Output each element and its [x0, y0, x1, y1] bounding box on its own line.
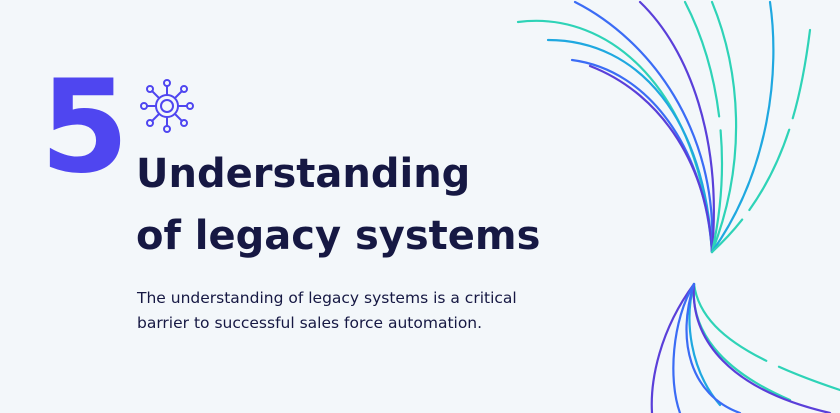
- wave-line: [516, 19, 714, 254]
- wave-line: [546, 38, 714, 254]
- wave-line: [683, 0, 724, 254]
- wave-line: [692, 282, 840, 392]
- slide-description: The understanding of legacy systems is a…: [137, 286, 577, 336]
- wave-line: [710, 28, 812, 254]
- wave-line: [710, 0, 775, 254]
- wave-line: [672, 282, 696, 413]
- wave-line: [638, 0, 715, 254]
- description-line-1: The understanding of legacy systems is a…: [137, 289, 517, 307]
- wave-line: [692, 282, 832, 413]
- wave-line: [573, 0, 714, 254]
- network-hub-icon: [138, 78, 196, 134]
- wave-line: [570, 58, 714, 254]
- wave-line: [710, 0, 738, 254]
- wave-line: [588, 64, 714, 254]
- title-line-2: of legacy systems: [136, 213, 541, 259]
- wave-line: [650, 282, 696, 413]
- title-line-1: Understanding: [136, 151, 471, 197]
- slide-title: Understanding of legacy systems: [136, 143, 540, 267]
- wave-line: [685, 282, 742, 413]
- description-line-2: barrier to successful sales force automa…: [137, 314, 483, 332]
- slide-number: 5: [40, 53, 129, 202]
